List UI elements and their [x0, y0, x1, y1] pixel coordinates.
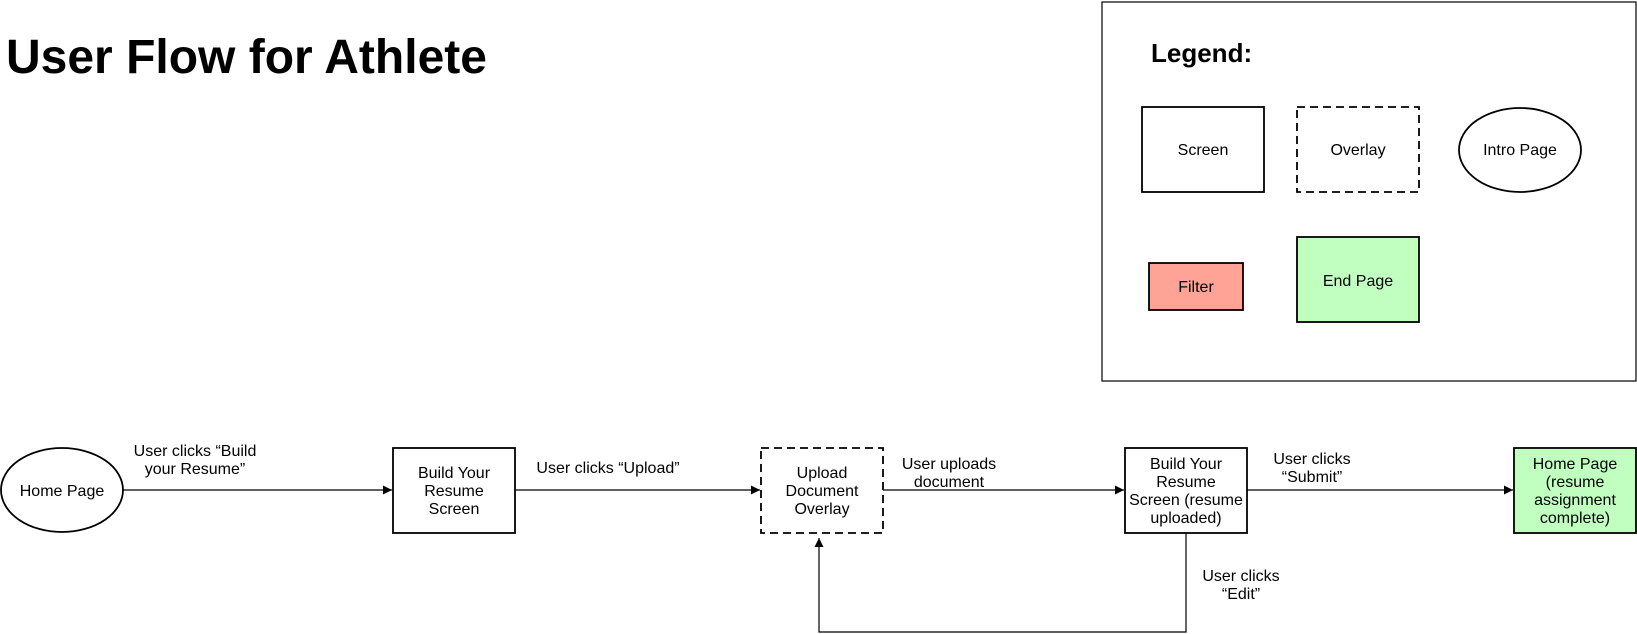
node-home-page-complete-label-line-1: Home Page	[1533, 456, 1618, 473]
node-build-resume-screen-shape	[392, 447, 516, 534]
node-home-page-label: Home Page	[20, 483, 105, 500]
edge-label-build-resume-line-2: your Resume”	[145, 461, 245, 478]
legend-filter-swatch	[1148, 262, 1244, 311]
legend: Legend: Screen Overlay Intro Page Filter…	[1101, 1, 1637, 382]
node-build-resume-uploaded-label-line-1: Build Your	[1150, 456, 1223, 473]
node-build-resume-uploaded-label-line-3: Screen (resume	[1129, 492, 1243, 509]
legend-overlay-label: Overlay	[1330, 142, 1385, 159]
legend-end-label: End Page	[1323, 273, 1393, 290]
node-home-page-complete-shape	[1513, 447, 1637, 534]
legend-heading: Legend:	[1151, 38, 1252, 68]
edge-label-build-resume-line-1: User clicks “Build	[134, 443, 257, 460]
edge-label-upload-line-1: User clicks “Upload”	[536, 460, 679, 477]
edge-label-submit-line-1: User clicks	[1273, 451, 1350, 468]
node-upload-document-overlay-label-line-2: Document	[786, 483, 859, 500]
node-upload-document-overlay-shape	[760, 447, 884, 534]
node-home-page-complete-label-line-2: (resume	[1546, 474, 1605, 491]
node-home-page[interactable]: Home Page	[0, 447, 124, 533]
node-upload-document-overlay-label-line-3: Overlay	[794, 501, 849, 518]
edge-label-submit: User clicks“Submit”	[1273, 451, 1350, 486]
edge-edit-loop	[814, 533, 1187, 633]
legend-filter-label: Filter	[1178, 279, 1214, 296]
edge-label-upload: User clicks “Upload”	[536, 460, 679, 477]
legend-intro-swatch	[1458, 107, 1582, 193]
legend-screen-swatch	[1141, 106, 1265, 193]
node-build-resume-screen-label-line-3: Screen	[429, 501, 480, 518]
node-build-resume-uploaded-label-line-2: Resume	[1156, 474, 1216, 491]
node-build-resume-screen-label-line-1: Build Your	[418, 465, 491, 482]
flow-edges	[123, 485, 1513, 633]
edge-label-uploads-document-line-1: User uploads	[902, 456, 996, 473]
legend-overlay-swatch	[1296, 106, 1420, 193]
node-home-page-complete-label-line-4: complete)	[1540, 510, 1610, 527]
node-build-resume-uploaded-shape	[1124, 447, 1248, 534]
edge-label-edit-line-2: “Edit”	[1222, 586, 1260, 603]
node-home-page-shape	[0, 447, 124, 533]
edge-label-edit: User clicks“Edit”	[1202, 568, 1279, 603]
legend-intro-label: Intro Page	[1483, 142, 1557, 159]
node-build-resume-screen-label-line-2: Resume	[424, 483, 484, 500]
edge-label-submit-line-2: “Submit”	[1282, 469, 1342, 486]
edge-label-uploads-document-line-2: document	[914, 474, 985, 491]
node-home-page-complete-label-line-3: assignment	[1534, 492, 1616, 509]
page-title: User Flow for Athlete	[6, 31, 487, 84]
edge-label-edit-line-1: User clicks	[1202, 568, 1279, 585]
legend-screen-label: Screen	[1178, 142, 1229, 159]
legend-end-swatch	[1296, 236, 1420, 323]
node-upload-document-overlay-label-line-1: Upload	[797, 465, 848, 482]
node-home-page-label-line-1: Home Page	[20, 483, 105, 500]
node-build-resume-uploaded-label-line-4: uploaded)	[1150, 510, 1221, 527]
